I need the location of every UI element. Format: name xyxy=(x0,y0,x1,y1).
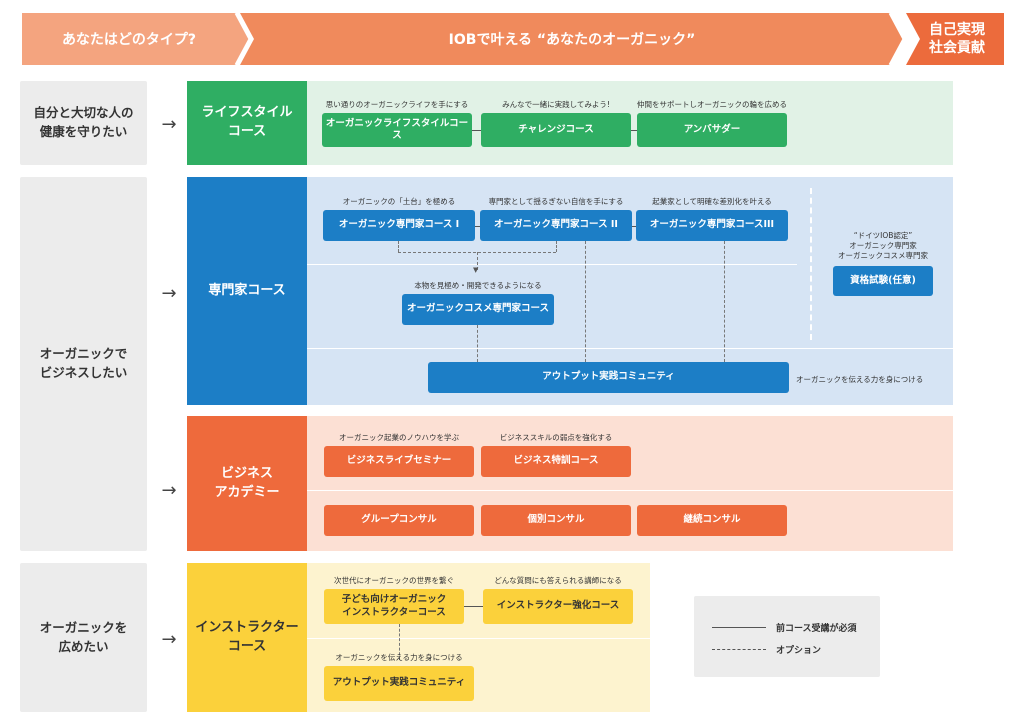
audience-health: 自分と大切な人の 健康を守りたい xyxy=(20,81,147,165)
header-end-line-1: 自己実現 xyxy=(929,21,985,38)
prereq-line xyxy=(463,606,489,607)
lifestyle-category-line-1: ライフスタイル xyxy=(201,105,293,121)
kids-button-line-2: インストラクターコース xyxy=(342,606,446,618)
header-end-line-2: 社会貢献 xyxy=(929,40,985,56)
instructor-divider xyxy=(307,638,650,639)
kids-caption: 次世代にオーガニックの世界を繋ぐ xyxy=(334,576,454,585)
arrow-icon: → xyxy=(161,113,177,135)
kids-button-line-1: 子ども向けオーガニック xyxy=(341,594,447,606)
header-type-label: あなたはどのタイプ? xyxy=(61,32,197,48)
organic-cosme-course-button[interactable]: オーガニックコスメ専門家コース xyxy=(402,294,554,325)
legend-dashed-line xyxy=(712,649,766,650)
expert-category: 専門家コース xyxy=(187,177,307,405)
business-training-course-button[interactable]: ビジネス特訓コース xyxy=(481,446,631,477)
down-arrow-icon: ▼ xyxy=(473,266,479,274)
option-line xyxy=(477,252,478,270)
seminar-caption: オーガニック起業のノウハウを学ぶ xyxy=(339,433,459,442)
header-type-segment xyxy=(22,13,250,65)
legend-dashed-label: オプション xyxy=(776,646,822,656)
cert-caption-line-3: オーガニックコスメ専門家 xyxy=(838,251,928,261)
header-banner xyxy=(22,12,1004,66)
academy-category: ビジネス アカデミー xyxy=(187,416,307,551)
cert-caption-line-2: オーガニック専門家 xyxy=(849,241,917,251)
audience-health-line-1: 自分と大切な人の xyxy=(33,105,134,121)
cert-divider xyxy=(810,188,812,340)
instructor-advanced-course-button[interactable]: インストラクター強化コース xyxy=(483,589,633,624)
legend-solid-label: 前コース受講が必須 xyxy=(776,624,857,634)
instructor-category: インストラクター コース xyxy=(187,563,307,712)
expert-1-caption: オーガニックの「土台」を極める xyxy=(342,197,456,206)
cert-caption: “ドイツIOB認定” オーガニック専門家 オーガニックコスメ専門家 xyxy=(822,231,944,261)
legend: 前コース受講が必須 オプション xyxy=(694,596,880,677)
certification-exam-button[interactable]: 資格試験(任意) xyxy=(833,266,933,296)
group-consult-button[interactable]: グループコンサル xyxy=(324,505,474,536)
ambassador-caption: 仲間をサポートしオーガニックの輪を広める xyxy=(637,100,787,109)
lifestyle-category: ライフスタイル コース xyxy=(187,81,307,165)
academy-category-line-1: ビジネス xyxy=(220,465,273,481)
academy-category-line-2: アカデミー xyxy=(214,484,280,500)
option-line xyxy=(477,325,478,362)
expert-2-caption: 専門家として揺るぎない自信を手にする xyxy=(488,197,624,206)
instructor-community-caption: オーガニックを伝える力を身につける xyxy=(335,653,463,662)
challenge-course-button[interactable]: チャレンジコース xyxy=(481,113,631,147)
arrow-icon: → xyxy=(161,282,177,304)
audience-business-line-1: オーガニックで xyxy=(39,346,128,362)
ambassador-button[interactable]: アンバサダー xyxy=(637,113,787,147)
kids-instructor-course-button[interactable]: 子ども向けオーガニック インストラクターコース xyxy=(324,589,464,624)
option-line xyxy=(556,241,557,252)
output-community-button[interactable]: アウトプット実践コミュニティ xyxy=(428,362,789,393)
lifestyle-category-line-2: コース xyxy=(227,124,267,139)
header-end-segment xyxy=(906,13,1004,65)
option-line xyxy=(585,241,586,362)
arrow-icon: → xyxy=(161,479,177,501)
audience-business-line-2: ビジネスしたい xyxy=(39,365,128,380)
cosme-caption: 本物を見極め・開発できるようになる xyxy=(414,281,542,290)
continuous-consult-button[interactable]: 継続コンサル xyxy=(637,505,787,536)
expert-course-1-button[interactable]: オーガニック専門家コース I xyxy=(323,210,475,241)
individual-consult-button[interactable]: 個別コンサル xyxy=(481,505,631,536)
instructor-category-line-1: インストラクター xyxy=(195,619,299,635)
academy-divider xyxy=(307,490,953,491)
training-caption: ビジネススキルの弱点を強化する xyxy=(499,433,613,442)
header-main-label: IOBで叶える “あなたのオーガニック” xyxy=(448,32,696,48)
audience-spread-line-1: オーガニックを xyxy=(39,619,128,635)
challenge-caption: みんなで一緒に実践してみよう! xyxy=(502,100,610,109)
business-live-seminar-button[interactable]: ビジネスライブセミナー xyxy=(324,446,474,477)
expert-course-3-button[interactable]: オーガニック専門家コースIII xyxy=(636,210,788,241)
audience-business: オーガニックで ビジネスしたい xyxy=(20,177,147,551)
expert-3-caption: 起業家として明確な差別化を叶える xyxy=(652,197,772,206)
expert-divider xyxy=(307,348,953,349)
lifestyle-caption: 思い通りのオーガニックライフを手にする xyxy=(325,100,469,109)
expert-divider xyxy=(307,264,797,265)
option-line xyxy=(398,241,399,252)
option-line xyxy=(724,241,725,362)
expert-course-2-button[interactable]: オーガニック専門家コース II xyxy=(480,210,632,241)
advanced-caption: どんな質問にも答えられる講師になる xyxy=(494,576,622,585)
organic-lifestyle-course-button[interactable]: オーガニックライフスタイルコース xyxy=(322,113,472,147)
option-line xyxy=(399,624,400,660)
audience-spread-line-2: 広めたい xyxy=(58,638,109,654)
instructor-category-line-2: コース xyxy=(227,638,267,654)
instructor-community-button[interactable]: アウトプット実践コミュニティ xyxy=(324,666,474,701)
audience-spread: オーガニックを 広めたい xyxy=(20,563,147,712)
community-caption: オーガニックを伝える力を身につける xyxy=(796,375,924,384)
legend-solid-line xyxy=(712,627,766,628)
header-end-label: 自己実現 社会貢献 xyxy=(910,15,1004,63)
cert-caption-line-1: “ドイツIOB認定” xyxy=(853,231,913,240)
header-main-segment xyxy=(240,13,904,65)
arrow-icon: → xyxy=(161,628,177,650)
audience-health-line-2: 健康を守りたい xyxy=(39,124,128,139)
